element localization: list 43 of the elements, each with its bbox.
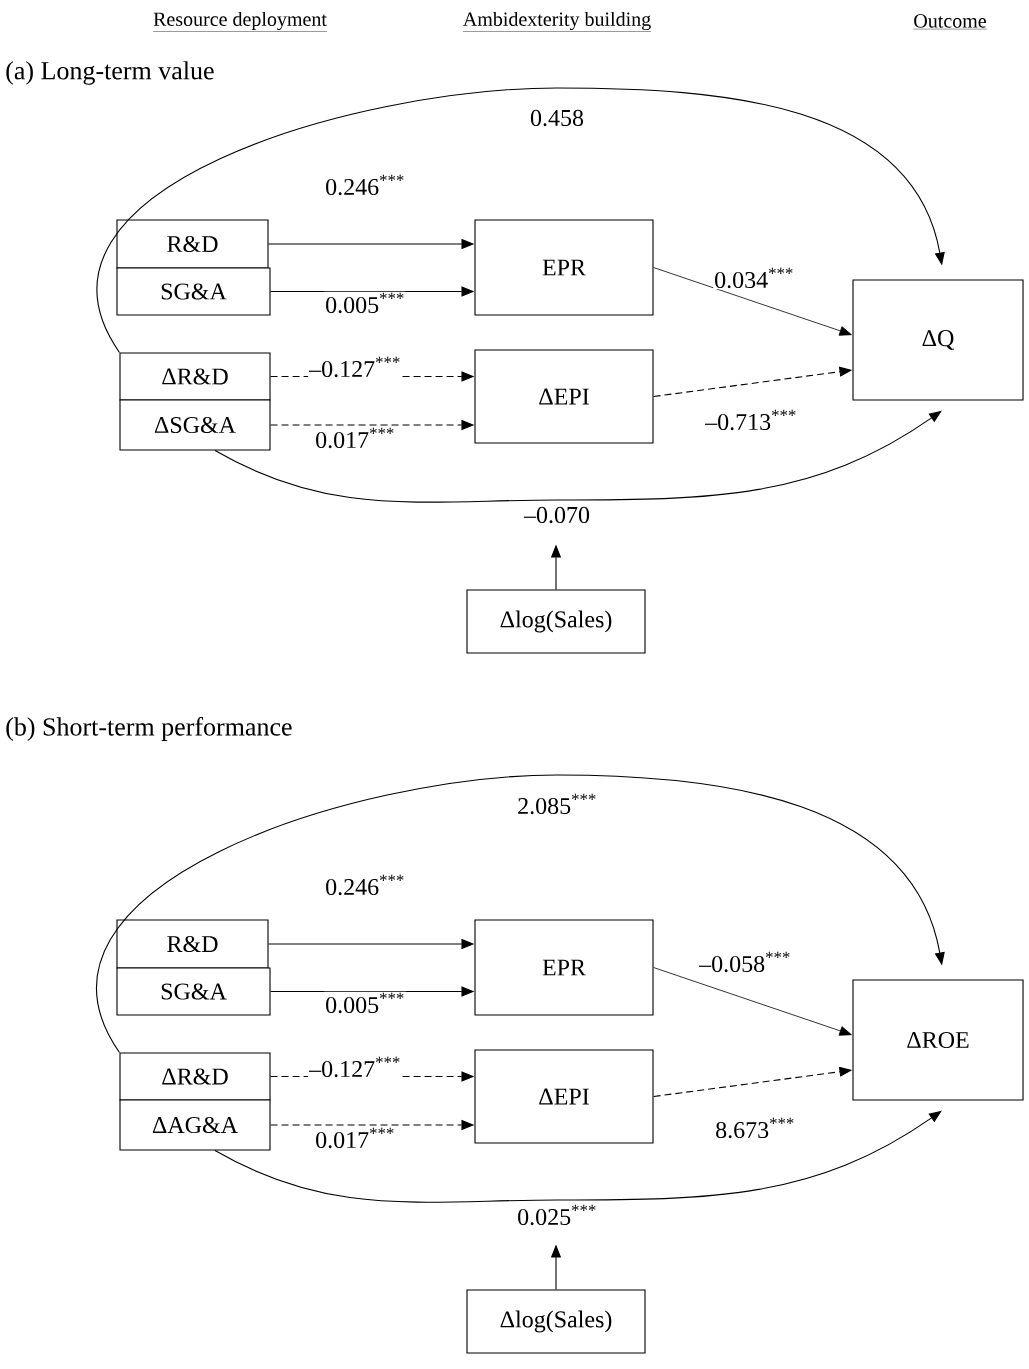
variable-box: R&D <box>116 919 269 969</box>
edge-label: 0.458 <box>529 108 585 128</box>
arrow <box>97 774 945 1053</box>
column-heading: Outcome <box>913 14 987 30</box>
edge-label: 0.246$^{***}$ <box>324 873 406 897</box>
edge-label: –0.070 <box>523 505 591 525</box>
variable-box: ΔSG&A <box>119 399 271 451</box>
edge-label: 0.005$^{***}$ <box>324 291 406 315</box>
outcome-box: ΔROE <box>852 979 1024 1101</box>
arrow <box>214 1110 942 1203</box>
panel-title: (b) Short-term performance <box>6 717 292 741</box>
mediator-box: ΔEPI <box>474 1049 654 1144</box>
edge-label: 2.085$^{***}$ <box>516 792 598 816</box>
edge-label: 0.246$^{***}$ <box>324 173 406 197</box>
edge-label: 8.673$^{***}$ <box>714 1116 796 1140</box>
variable-box: ΔR&D <box>119 352 271 401</box>
mediator-box: ΔEPI <box>474 349 654 444</box>
column-heading: Ambidexterity building <box>462 11 652 32</box>
arrow <box>214 410 942 503</box>
edge-label: –0.713$^{***}$ <box>704 408 798 432</box>
mediator-box: EPR <box>474 219 654 316</box>
variable-box: R&D <box>116 219 269 269</box>
arrow <box>653 967 852 1036</box>
variable-box: ΔAG&A <box>119 1099 271 1151</box>
outcome-box: ΔQ <box>852 279 1024 401</box>
column-heading: Resource deployment <box>152 11 328 32</box>
edge-label: –0.127$^{***}$ <box>308 1055 402 1079</box>
panel-title: (a) Long-term value <box>6 61 214 85</box>
edge-label: 0.005$^{***}$ <box>324 991 406 1015</box>
edge-label: 0.034$^{***}$ <box>713 266 795 290</box>
control-box: Δlog(Sales) <box>466 1289 646 1354</box>
arrow <box>653 267 852 336</box>
variable-box: ΔR&D <box>119 1052 271 1101</box>
edge-label: 0.017$^{***}$ <box>314 1126 396 1150</box>
edge-label: 0.017$^{***}$ <box>314 426 396 450</box>
edge-label: –0.127$^{***}$ <box>308 355 402 379</box>
variable-box: SG&A <box>116 967 271 1016</box>
mediator-box: EPR <box>474 919 654 1016</box>
arrow <box>97 87 945 353</box>
edge-label: 0.025$^{***}$ <box>516 1203 598 1227</box>
variable-box: SG&A <box>116 267 271 316</box>
control-box: Δlog(Sales) <box>466 589 646 654</box>
edge-label: –0.058$^{***}$ <box>698 950 792 974</box>
